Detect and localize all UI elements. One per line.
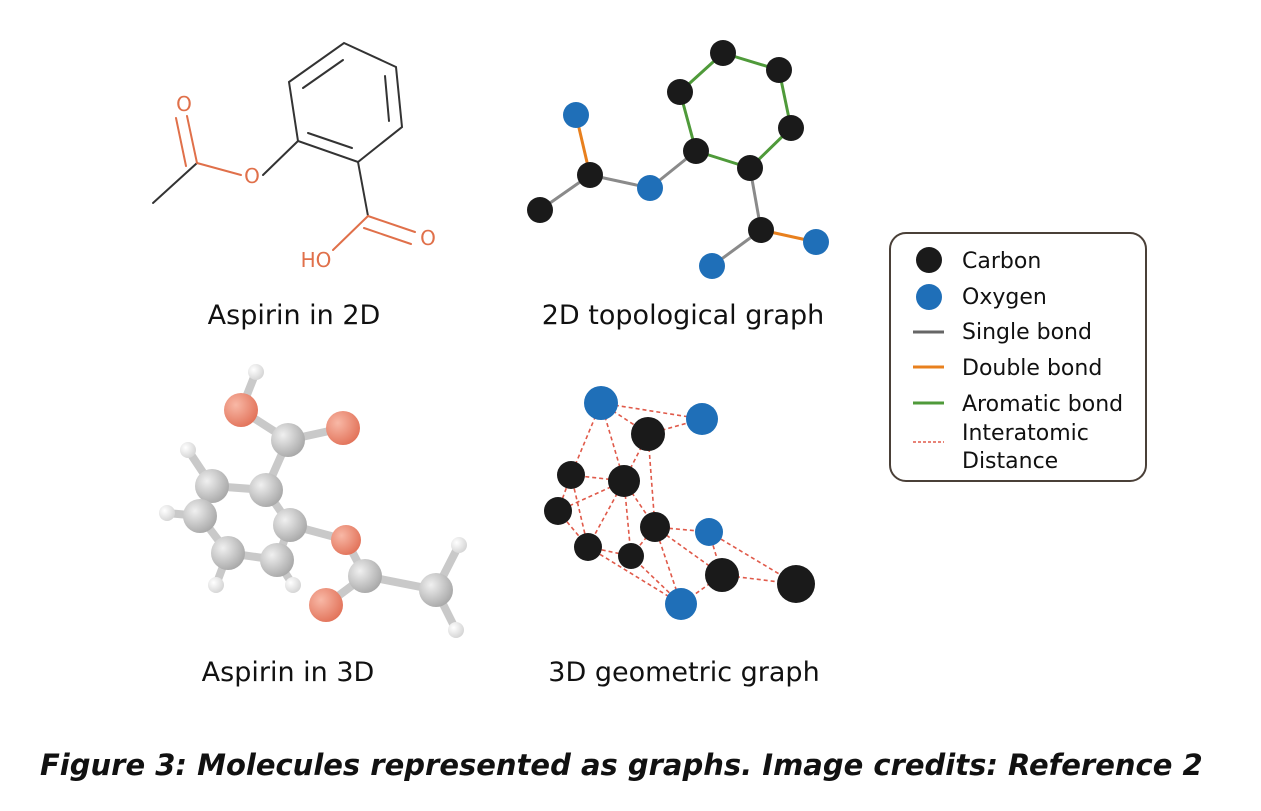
figure-caption: Figure 3: Molecules represented as graph… [40,748,1203,782]
bond-methyl [152,162,198,204]
bond-carbonyl-double-a [186,115,198,164]
atom-label-o-carbonyl: O [176,92,192,116]
carbon-node [574,533,602,561]
atom-label-o-ester: O [244,164,260,188]
carbon-node [705,558,739,592]
oxygen-ball [309,588,343,622]
carbon-node [683,138,709,164]
panel-label-topological-2d: 2D topological graph [542,300,825,331]
oxygen-node [637,175,663,201]
interatomic-distance-edges [557,402,797,605]
bond-cooh-double-a [367,215,416,233]
hydrogen-ball [159,505,175,521]
carbon-node [748,217,774,243]
legend-label-interatomic-line2: Distance [962,449,1058,474]
benzene-ring [287,41,404,164]
carbon-ball [183,499,217,533]
oxygen-ball [326,411,360,445]
carbon-ball [348,559,382,593]
carbon-node [631,417,665,451]
legend-label-interatomic-line1: Interatomic [962,421,1089,446]
bond-o-carbonyl [196,162,242,176]
topological-atoms [527,40,829,279]
panel-label-aspirin-3d: Aspirin in 3D [202,657,375,688]
oxygen-node [686,403,718,435]
legend: Carbon Oxygen Single bond Double bond Ar… [889,232,1147,482]
hydrogen-ball [248,364,264,380]
carbon-node [667,79,693,105]
legend-label-aromatic-bond: Aromatic bond [962,392,1123,417]
bond-cooh-oh [332,215,369,251]
carbon-ball [249,473,283,507]
carbon-node [544,497,572,525]
carbon-node [608,465,640,497]
legend-label-oxygen: Oxygen [962,285,1047,310]
bond-ring-o [262,140,299,176]
carbon-node [737,155,763,181]
legend-label-single-bond: Single bond [962,320,1092,345]
carbon-atoms-3d [183,423,453,607]
carbon-ball [273,508,307,542]
carbon-ball [419,573,453,607]
oxygen-node [563,102,589,128]
carbon-node [618,543,644,569]
carbon-ball [195,469,229,503]
bond-ring-cooh [357,161,369,217]
carbon-node [710,40,736,66]
oxygen-ball [331,525,361,555]
carbon-node [640,512,670,542]
legend-box [889,232,1147,482]
geometric-atoms [544,386,815,620]
geometric-graph [544,386,815,620]
oxygen-legend-icon [916,284,942,310]
oxygen-node [695,518,723,546]
carbon-node [778,115,804,141]
hydrogen-ball [208,577,224,593]
carbon-node [577,162,603,188]
oxygen-atoms-3d [224,393,361,622]
carbon-ball [260,543,294,577]
atom-label-hydroxyl: HO [301,248,332,272]
carbon-node [557,461,585,489]
molecule-graph-figure: O O O HO Aspirin in 2D [152,40,1147,688]
single-bonds [538,149,763,268]
atom-label-o-acid: O [420,226,436,250]
aspirin-2d-structure: O O O HO [152,41,436,272]
panel-label-geometric-3d: 3D geometric graph [548,657,819,688]
legend-label-carbon: Carbon [962,249,1041,274]
oxygen-node [699,253,725,279]
hydrogen-ball [448,622,464,638]
hydrogen-ball [285,577,301,593]
carbon-node [766,57,792,83]
hydrogen-ball [180,442,196,458]
oxygen-ball [224,393,258,427]
aspirin-3d-model [159,364,467,638]
carbon-node [527,197,553,223]
oxygen-node [803,229,829,255]
oxygen-node [584,386,618,420]
hydrogen-ball [451,537,467,553]
carbon-node [777,565,815,603]
topological-graph [527,40,829,279]
legend-label-double-bond: Double bond [962,356,1102,381]
oxygen-node [665,588,697,620]
panel-label-aspirin-2d: Aspirin in 2D [208,300,381,331]
carbon-ball [211,536,245,570]
carbon-legend-icon [916,247,942,273]
bond-cooh-double-b [363,227,412,245]
hydrogen-atoms [159,364,467,638]
carbon-ball [271,423,305,457]
bond-carbonyl-double-b [175,117,187,167]
